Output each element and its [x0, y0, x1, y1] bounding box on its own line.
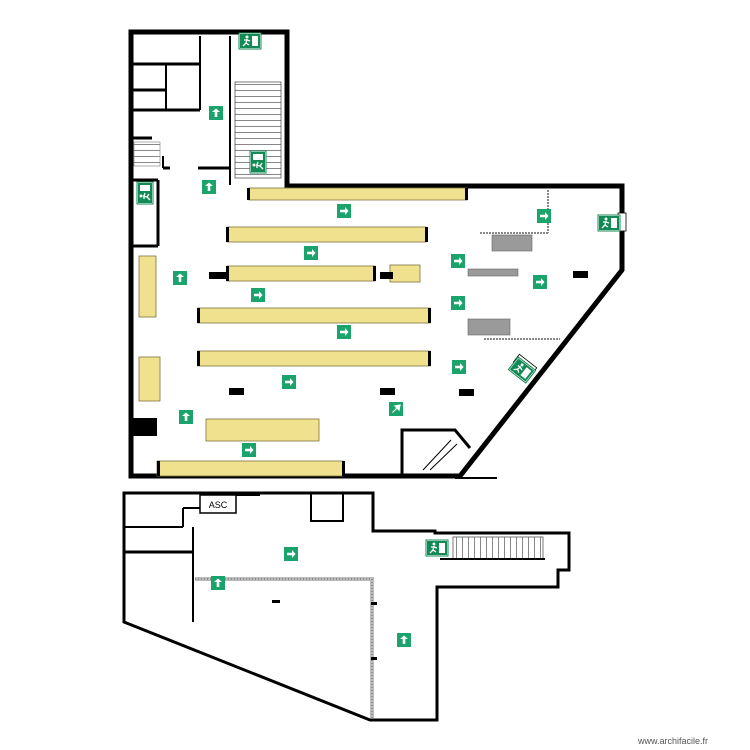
arrow-right-icon: [251, 288, 265, 302]
shelf: [197, 307, 431, 324]
arrow-right-icon: [451, 296, 465, 310]
shelf: [197, 350, 431, 367]
arrow-right-icon: [533, 275, 547, 289]
shelf: [248, 187, 468, 201]
arrow-up-icon: [397, 633, 411, 647]
upper-floor: [128, 29, 627, 479]
lower-outer-wall: [122, 491, 571, 722]
running-man-exit-icon: [507, 356, 537, 384]
running-man-exit-icon: [249, 150, 267, 174]
arrow-up-icon: [173, 271, 187, 285]
arrow-up-icon: [211, 576, 225, 590]
hatched-boundary: [195, 577, 374, 718]
running-man-exit-icon: [425, 539, 449, 557]
arrow-up-icon: [202, 180, 216, 194]
grey-blocks: [467, 234, 533, 336]
arrow-right-icon: [337, 204, 351, 218]
arrow-right-icon: [242, 443, 256, 457]
upper-outer-wall: [128, 29, 625, 479]
upper-small-rooms: [131, 36, 231, 248]
running-man-exit-icon: [136, 181, 154, 205]
arrow-right-icon: [304, 246, 318, 260]
pillars: [209, 271, 588, 396]
elevator: ASC: [199, 494, 260, 514]
running-man-exit-icon: [597, 214, 621, 232]
arrow-up-icon: [209, 106, 223, 120]
shelf: [226, 226, 427, 243]
upper-corner-room: [400, 428, 472, 476]
arrow-right-icon: [337, 325, 351, 339]
main-stair-lower: [452, 536, 544, 560]
shelf: [138, 356, 161, 402]
arrow-right-icon: [451, 254, 465, 268]
shelf: [138, 255, 157, 318]
watermark: www.archifacile.fr: [637, 736, 708, 746]
shelves: [138, 187, 468, 477]
lower-floor: ASC: [122, 491, 571, 722]
running-man-exit-icon: [238, 32, 262, 50]
lower-pillars: [272, 600, 377, 660]
arrow-up-right-icon: [388, 401, 404, 417]
direction-signs-lower: [211, 547, 411, 647]
arrow-up-icon: [179, 410, 193, 424]
upper-left-black-block: [131, 418, 157, 436]
lower-notch-room: [310, 493, 344, 522]
spiral-stair: [133, 141, 161, 167]
arrow-right-icon: [282, 375, 296, 389]
lower-left-rooms: [124, 507, 200, 622]
shelf: [226, 265, 376, 282]
shelf-endcaps: [157, 188, 468, 476]
shelf: [156, 460, 344, 477]
arrow-right-icon: [537, 209, 551, 223]
shelf: [389, 264, 421, 283]
arrow-right-icon: [284, 547, 298, 561]
shelf: [205, 418, 320, 442]
arrow-right-icon: [452, 360, 466, 374]
elevator-label: ASC: [209, 500, 228, 510]
